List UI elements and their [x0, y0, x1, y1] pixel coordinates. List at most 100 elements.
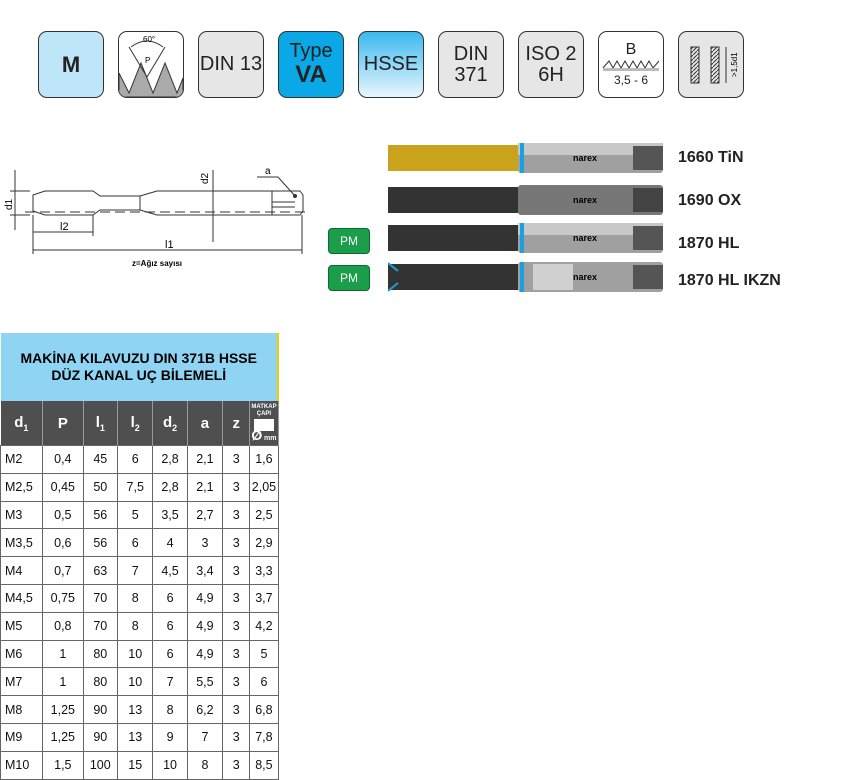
table-cell: 2,05 [249, 472, 279, 502]
table-cell: 8 [186, 750, 224, 780]
table-cell: 3 [222, 722, 251, 752]
table-cell: 13 [117, 722, 154, 752]
a-label: a [265, 166, 271, 177]
header-sub: 2 [134, 422, 140, 433]
icon-label: Type [289, 40, 333, 62]
tool-image-1660: narex [388, 142, 668, 174]
header-text: l [95, 413, 100, 431]
table-cell: 6,8 [249, 695, 279, 724]
table-cell: 3 [222, 750, 251, 780]
table-cell: 50 [82, 472, 119, 502]
icon-label: 6H [538, 63, 564, 86]
d2-label: d2 [200, 172, 211, 184]
table-cell: 3 [222, 611, 251, 641]
table-cell: 7 [152, 667, 188, 697]
tap-dimension-drawing: d1 d2 a l2 l1 z=Ağız sayısı [0, 150, 320, 270]
table-cell: 63 [82, 556, 119, 585]
table-cell: 6 [152, 639, 188, 669]
table-cell: 4,9 [186, 639, 224, 669]
table-cell: 8 [117, 611, 154, 641]
table-cell: 10 [117, 667, 154, 697]
pm-badge: PM [328, 228, 370, 254]
table-cell: 2,1 [186, 472, 224, 502]
table-cell: 8 [152, 695, 188, 724]
table-cell: M2 [0, 445, 44, 474]
header-text: P [57, 414, 68, 432]
table-cell: M7 [0, 667, 44, 697]
table-cell: M5 [0, 611, 44, 641]
table-cell: 3 [222, 639, 251, 669]
icon-label: ISO 2 [525, 42, 577, 65]
table-cell: 2,8 [152, 445, 188, 474]
icon-label-bold: VA [295, 61, 327, 88]
table-cell: 6 [249, 667, 279, 697]
chamfer-form-b-icon: B 3,5 - 6 [598, 31, 664, 98]
table-cell: 1 [42, 639, 84, 669]
header-text: z [232, 414, 240, 432]
table-cell: 9 [152, 722, 188, 752]
table-cell: M6 [0, 639, 44, 669]
table-cell: 80 [82, 667, 119, 697]
icon-label: >1,5d1 [730, 51, 739, 76]
table-cell: 1 [42, 667, 84, 697]
table-cell: 6 [152, 611, 188, 641]
table-cell: 8 [117, 583, 154, 613]
table-cell: 6 [117, 528, 154, 558]
table-cell: 2,5 [249, 500, 279, 530]
hsse-icon: HSSE [358, 31, 424, 98]
header-sub: 2 [172, 422, 178, 433]
brand-logo: narex [573, 153, 597, 163]
icon-label: 3,5 - 6 [613, 72, 649, 87]
brand-logo: narex [573, 195, 597, 205]
column-header: l2 [117, 401, 154, 446]
table-cell: 3 [186, 528, 224, 558]
icon-label: B [625, 40, 637, 58]
table-cell: 7 [117, 556, 154, 585]
tool-name: 1690 OX [678, 192, 742, 209]
table-cell: M3,5 [0, 528, 44, 558]
pm-badge: PM [328, 265, 370, 291]
column-header: z [222, 401, 251, 446]
tool-name: 1660 TiN [678, 149, 744, 166]
table-cell: 10 [117, 639, 154, 669]
table-cell: M4,5 [0, 583, 44, 613]
table-cell: 90 [82, 722, 119, 752]
table-cell: 2,7 [186, 500, 224, 530]
table-cell: 6,2 [186, 695, 224, 724]
table-cell: 13 [117, 695, 154, 724]
table-cell: 3 [222, 695, 251, 724]
table-cell: 5 [249, 639, 279, 669]
table-cell: 0,75 [42, 583, 84, 613]
table-cell: 56 [82, 528, 119, 558]
table-cell: 6 [152, 583, 188, 613]
l2-label: l2 [60, 221, 69, 233]
thread-angle-icon: 60°P [118, 31, 184, 98]
table-cell: 5 [117, 500, 154, 530]
drill-header-top: MATKAP ÇAPI [251, 403, 277, 417]
icon-label: DIN 13 [199, 53, 263, 75]
title-line: MAKİNA KILAVUZU DIN 371B HSSE [20, 350, 257, 366]
table-cell: 1,5 [42, 750, 84, 780]
table-cell: 2,8 [152, 472, 188, 502]
table-cell: 4,9 [186, 611, 224, 641]
metric-thread-icon: M [38, 31, 104, 98]
drawing-caption: z=Ağız sayısı [132, 259, 182, 268]
brand-logo: narex [573, 233, 597, 243]
table-cell: 3 [222, 472, 251, 502]
d1-label: d1 [4, 198, 15, 210]
table-cell: 10 [152, 750, 188, 780]
pitch-label: P [145, 56, 150, 65]
table-cell: 7,8 [249, 722, 279, 752]
table-cell: M3 [0, 500, 44, 530]
table-cell: 2,1 [186, 445, 224, 474]
table-cell: 4,5 [152, 556, 188, 585]
column-header: d1 [0, 401, 44, 446]
